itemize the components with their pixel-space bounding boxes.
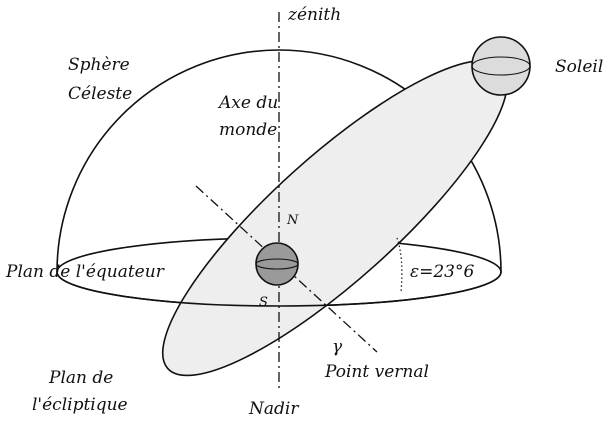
vernal-point-label: Point vernal <box>324 362 429 382</box>
south-pole-label: S <box>259 295 268 310</box>
earth-globe <box>256 243 298 285</box>
ecliptic-plane-label-line1: Plan de <box>48 368 113 388</box>
obliquity-label: ε=23°6 <box>410 262 474 282</box>
ecliptic-plane-label-line2: l'écliptique <box>32 395 128 415</box>
equator-plane-label: Plan de l'équateur <box>5 262 165 282</box>
zenith-label: zénith <box>287 5 341 25</box>
sun-label: Soleil <box>555 57 603 77</box>
gamma-label: γ <box>332 337 343 357</box>
sun-globe <box>472 37 530 95</box>
nadir-label: Nadir <box>248 399 299 419</box>
celestial-sphere-label-line2: Céleste <box>68 84 132 104</box>
celestial-sphere-label-line1: Sphère <box>68 55 130 75</box>
world-axis-label-line2: monde <box>219 120 277 140</box>
north-pole-label: N <box>286 213 299 228</box>
world-axis-label-line1: Axe du <box>217 93 278 113</box>
obliquity-arc <box>397 238 402 292</box>
